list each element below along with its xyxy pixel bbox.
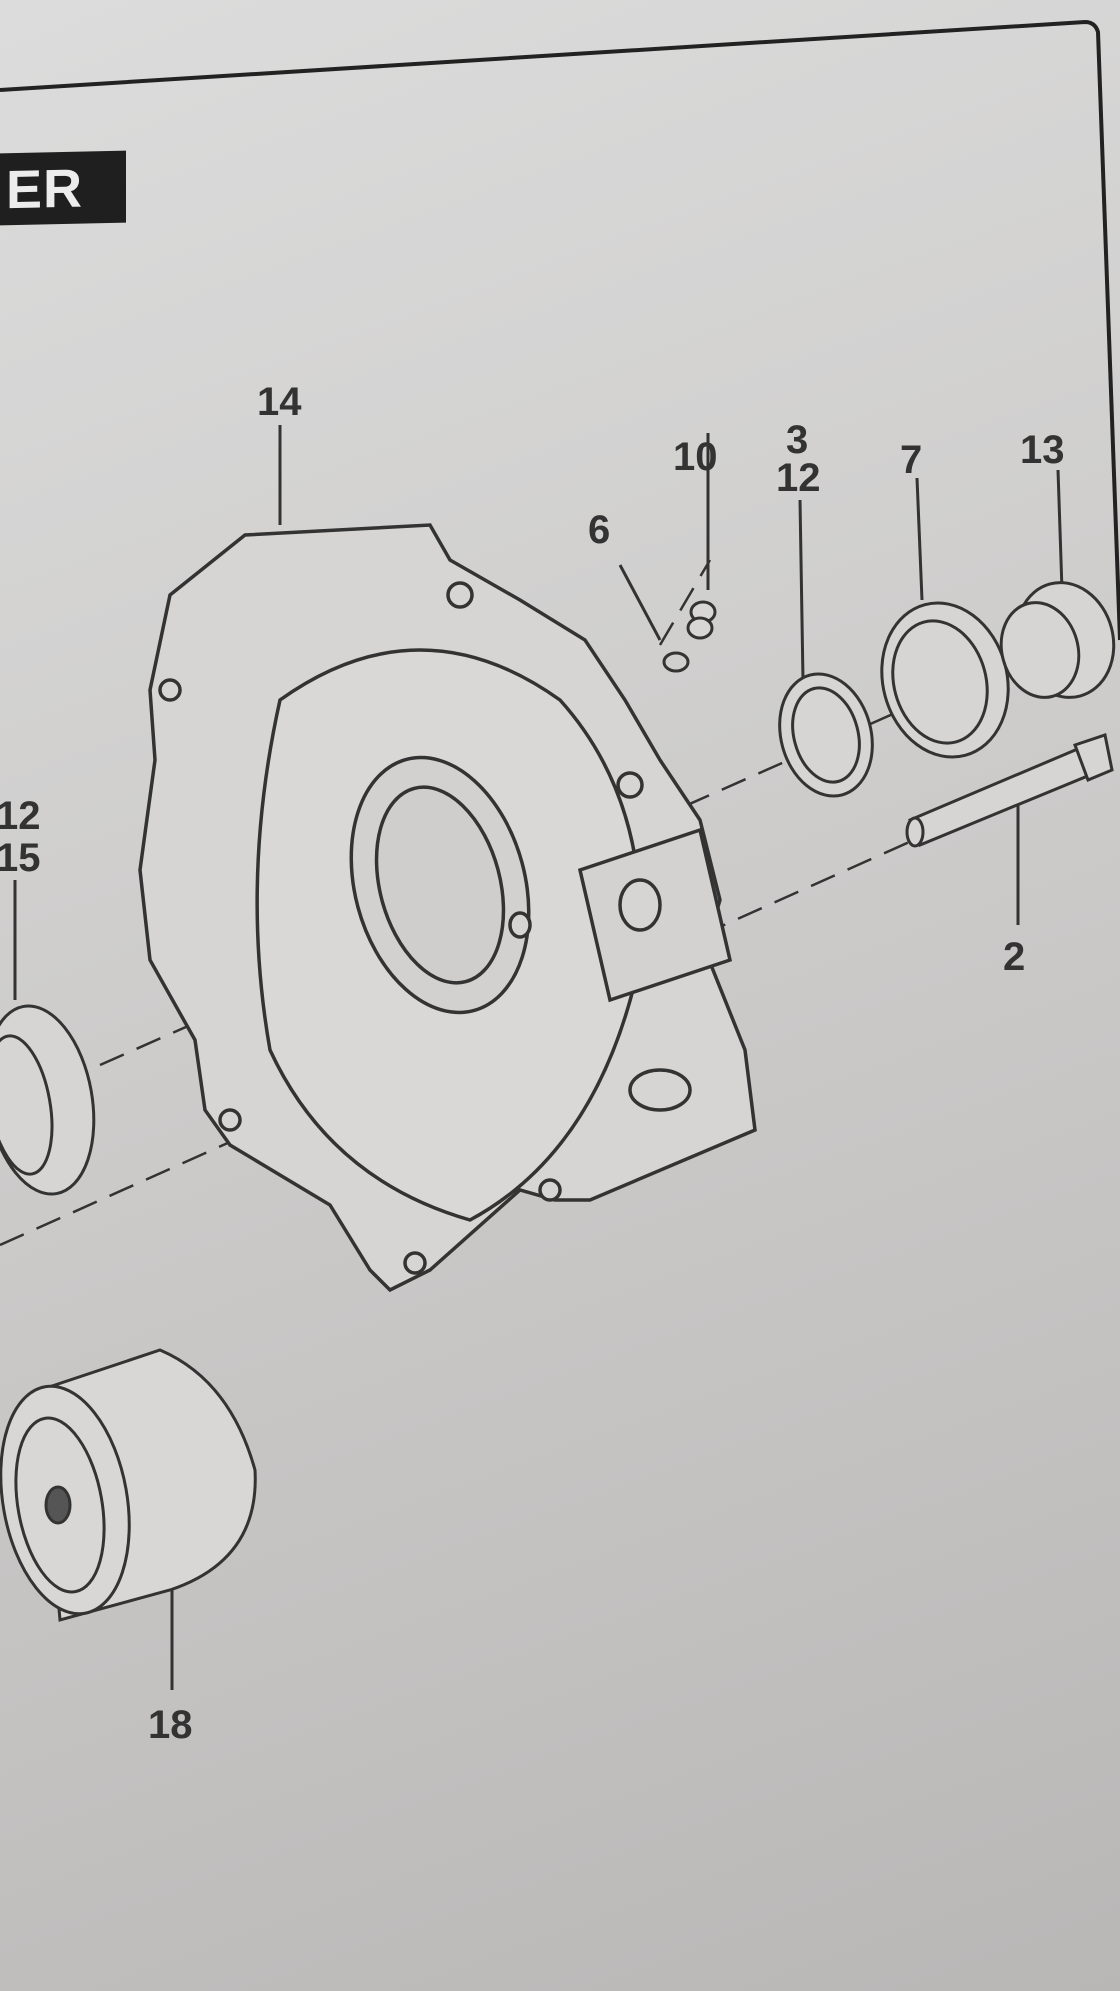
callout-12-seal: 12 <box>776 456 821 500</box>
callout-7: 7 <box>900 438 923 482</box>
o-ring <box>662 651 690 673</box>
bolt <box>905 733 1114 848</box>
left-bearing <box>0 1004 96 1196</box>
callout-15: 15 <box>0 836 41 880</box>
callout-6: 6 <box>588 508 611 552</box>
bearing <box>999 581 1116 699</box>
dowel-pin <box>686 600 717 640</box>
callout-14: 14 <box>257 380 302 424</box>
callout-2: 2 <box>1003 935 1026 979</box>
oil-filter <box>0 1348 257 1622</box>
callout-12-bearing: 12 <box>0 794 41 838</box>
callout-18: 18 <box>148 1703 193 1747</box>
oil-seal <box>880 601 1010 759</box>
seal <box>778 672 874 798</box>
callout-13: 13 <box>1020 428 1065 472</box>
callout-3: 3 <box>786 418 809 462</box>
crankcase-cover <box>138 523 757 1293</box>
callout-10: 10 <box>673 435 718 479</box>
leader-lines <box>13 425 1064 1690</box>
